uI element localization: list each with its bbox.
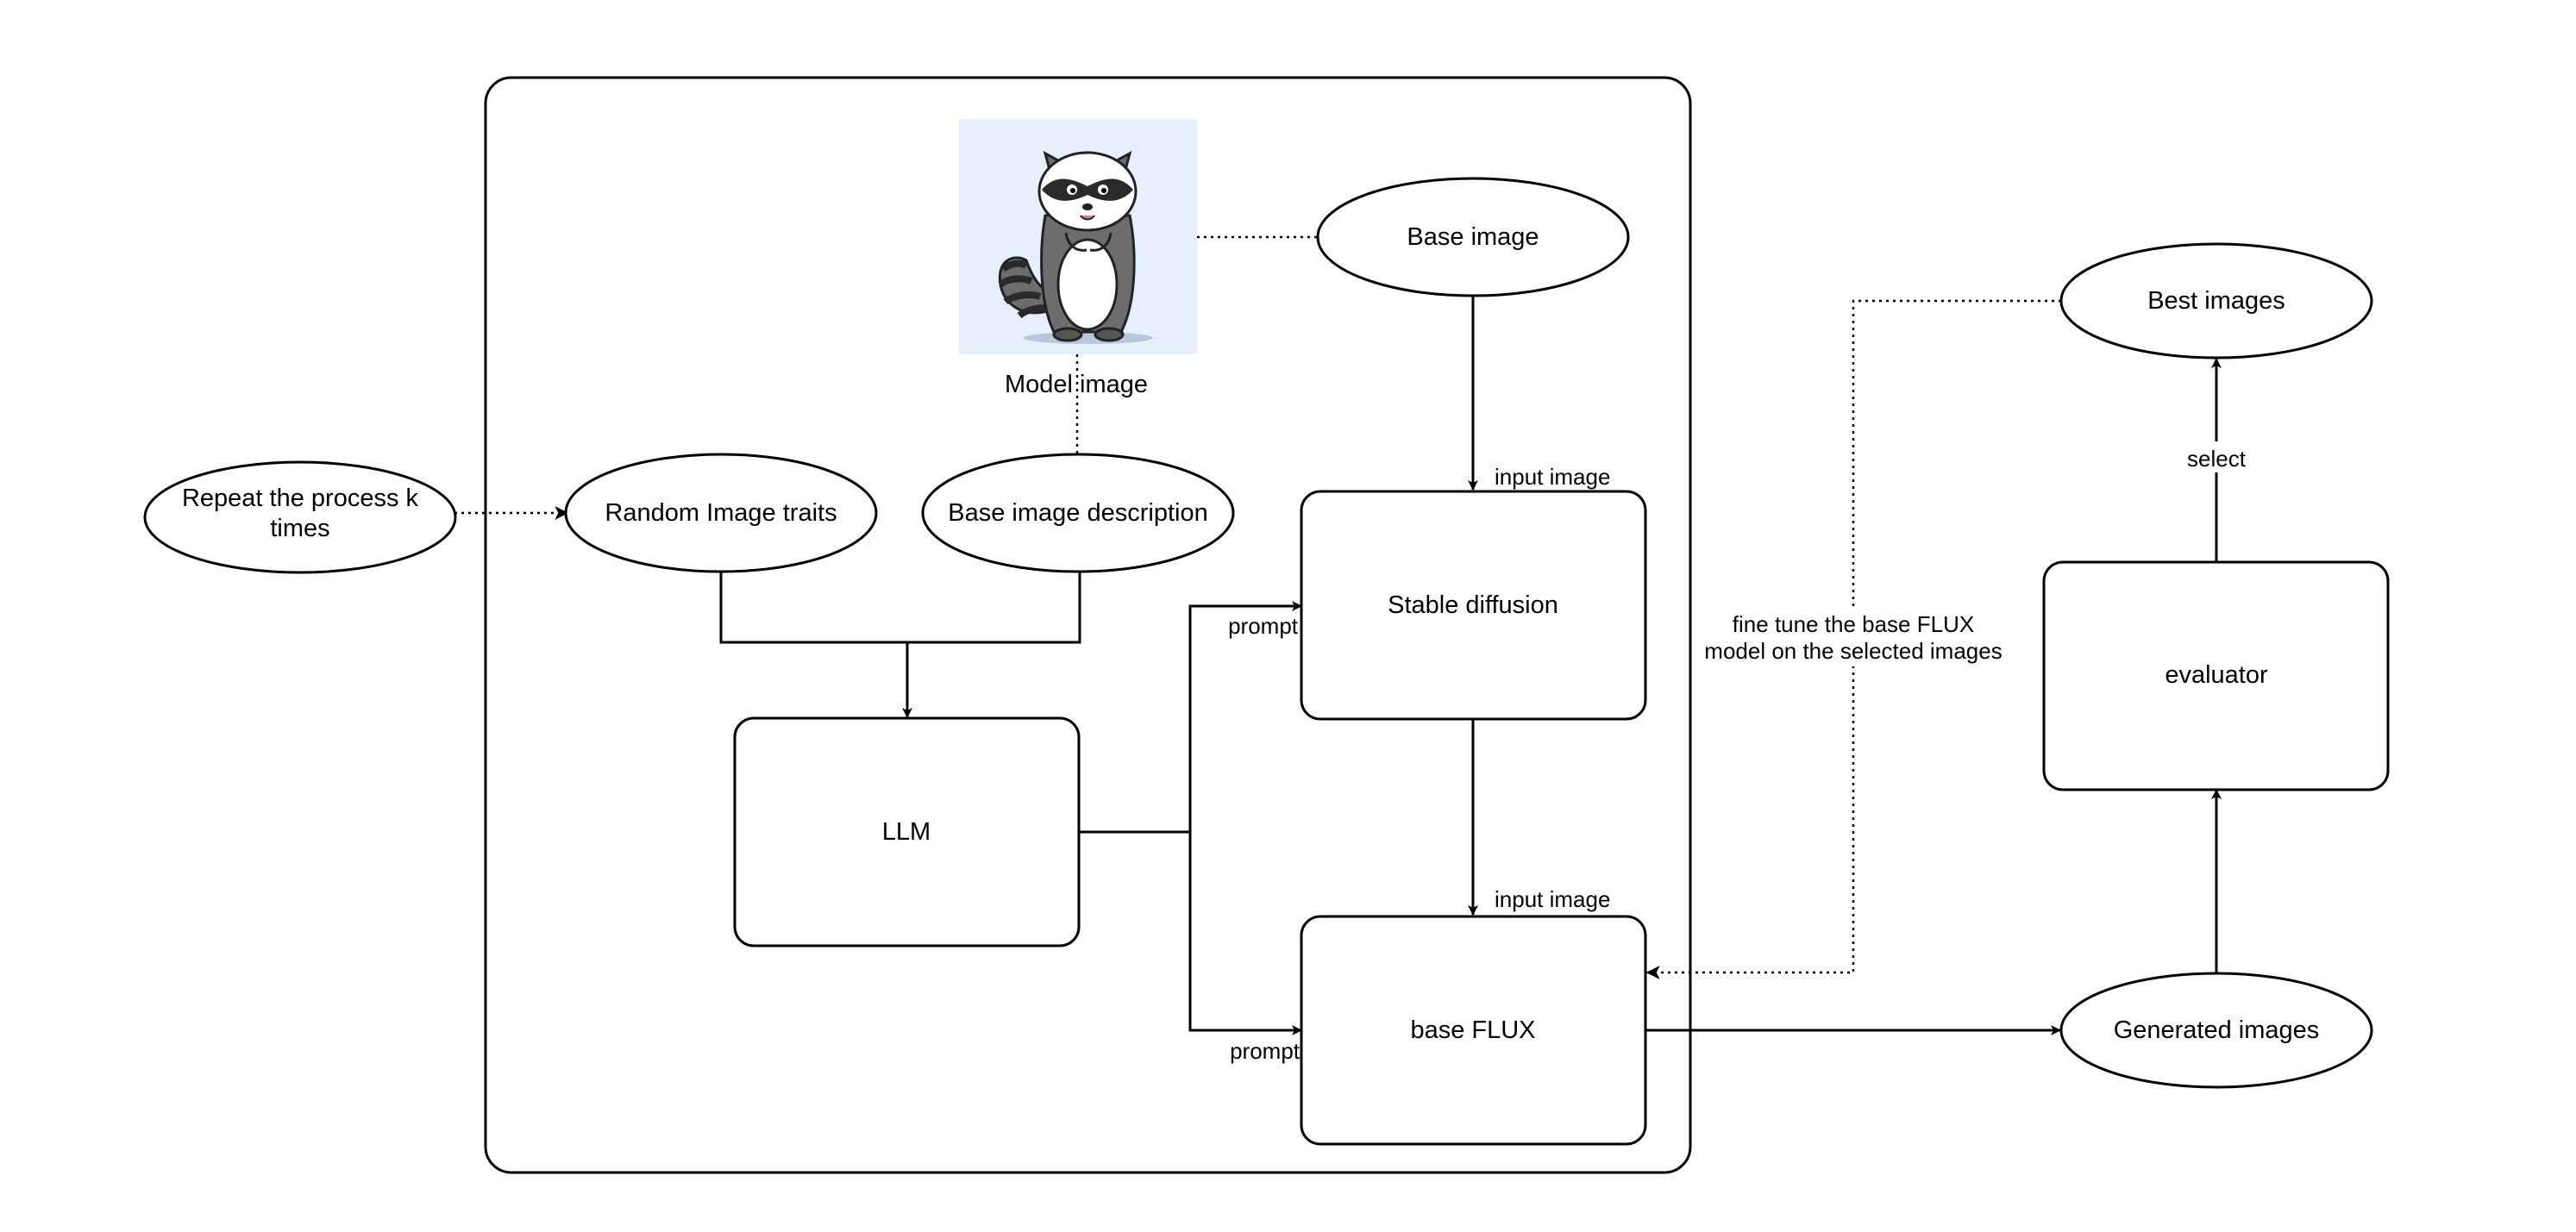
edge-inputs-to-llm [719, 572, 1081, 644]
label-select: select [2187, 446, 2247, 472]
node-base-image-label: Base image [1407, 223, 1539, 251]
node-base-flux: base FLUX [1300, 915, 1647, 1146]
model-image-caption: Model image [1005, 371, 1148, 398]
node-base-description: Base image description [921, 453, 1235, 573]
node-evaluator: evaluator [2042, 560, 2390, 791]
node-stable-diffusion: Stable diffusion [1300, 490, 1647, 721]
label-fine-tune-line2: model on the selected images [1704, 638, 2002, 664]
label-prompt-sd: prompt [1228, 613, 1299, 639]
node-repeat-label-line1: Repeat the process k [182, 485, 419, 512]
node-repeat: Repeat the process k times [143, 460, 457, 574]
node-base-flux-label: base FLUX [1410, 1016, 1535, 1044]
model-image: Model image [959, 119, 1197, 398]
node-base-description-label: Base image description [948, 499, 1207, 527]
node-llm: LLM [733, 716, 1081, 947]
node-best-images-label: Best images [2147, 287, 2285, 315]
raccoon-icon [998, 151, 1153, 344]
node-generated-images: Generated images [2059, 972, 2373, 1089]
node-random-traits: Random Image traits [564, 453, 878, 573]
node-stable-diffusion-label: Stable diffusion [1388, 591, 1558, 619]
node-repeat-label-line2: times [270, 515, 329, 542]
pipeline-container [484, 76, 1692, 1174]
label-fine-tune-line1: fine tune the base FLUX [1733, 611, 1974, 637]
edge-llm-to-flux-prompt [1188, 832, 1302, 1035]
node-best-images: Best images [2059, 242, 2373, 360]
node-random-traits-label: Random Image traits [605, 499, 837, 527]
edge-best-to-flux-finetune [1645, 299, 2061, 979]
label-fine-tune-bg [1695, 606, 2014, 666]
edge-llm-to-sd-prompt [1188, 601, 1302, 832]
label-select-bg [2180, 441, 2253, 472]
node-base-image: Base image [1316, 177, 1630, 297]
node-generated-images-label: Generated images [2114, 1016, 2320, 1044]
node-evaluator-label: evaluator [2165, 661, 2268, 689]
label-input-image-flux: input image [1495, 886, 1610, 912]
node-llm-label: LLM [882, 818, 931, 846]
label-input-image-sd: input image [1495, 464, 1610, 490]
label-prompt-flux: prompt [1230, 1038, 1301, 1064]
